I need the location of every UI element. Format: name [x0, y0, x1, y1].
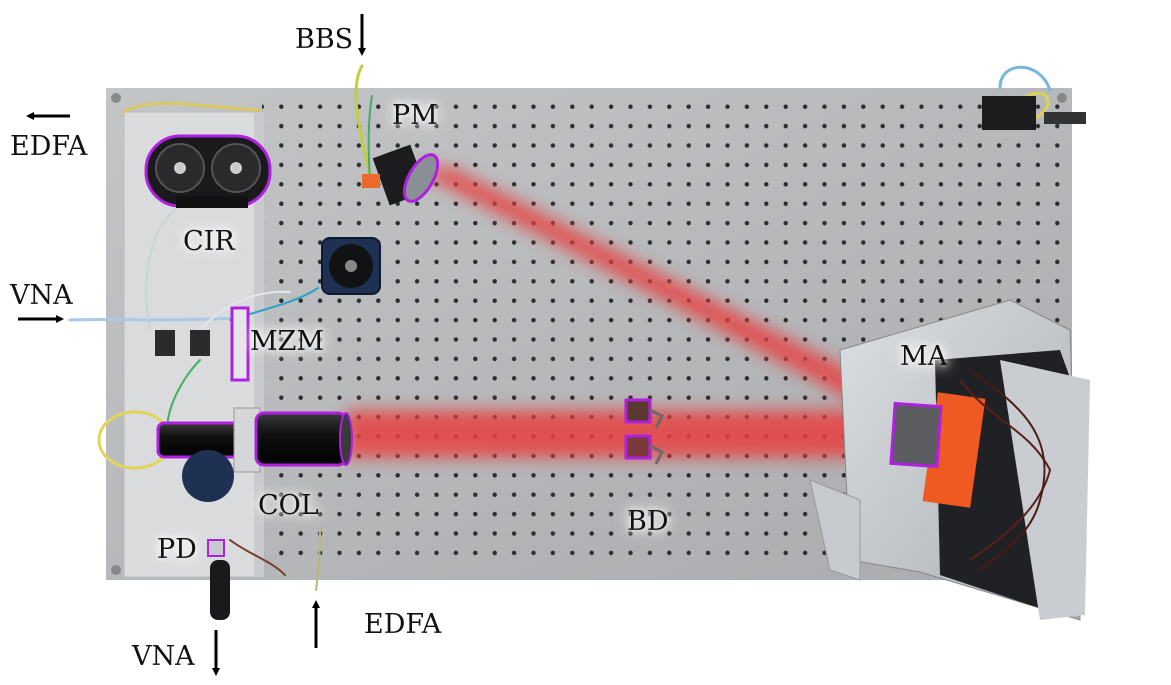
modulator	[155, 306, 250, 382]
label-bbs: BBS	[295, 24, 354, 55]
label-pm: PM	[392, 100, 438, 131]
circulator	[144, 134, 272, 208]
label-pd: PD	[157, 534, 197, 565]
label-vna-bottom: VNA	[132, 641, 195, 672]
beam-dumps	[624, 398, 665, 465]
collimator	[156, 407, 353, 502]
antenna-module	[809, 299, 1090, 621]
label-edfa-top: EDFA	[10, 131, 88, 162]
label-edfa-bottom: EDFA	[364, 609, 442, 640]
label-cir: CIR	[183, 226, 235, 257]
parabolic-mirror	[362, 144, 440, 206]
rotation-mount	[321, 237, 381, 295]
label-ma: MA	[900, 341, 948, 372]
label-mzm: MZM	[250, 326, 325, 357]
label-col: COL	[258, 490, 319, 521]
label-vna-left: VNA	[10, 280, 73, 311]
fiber-mount	[982, 96, 1086, 130]
photodiode	[207, 539, 230, 620]
label-bd: BD	[627, 506, 669, 537]
